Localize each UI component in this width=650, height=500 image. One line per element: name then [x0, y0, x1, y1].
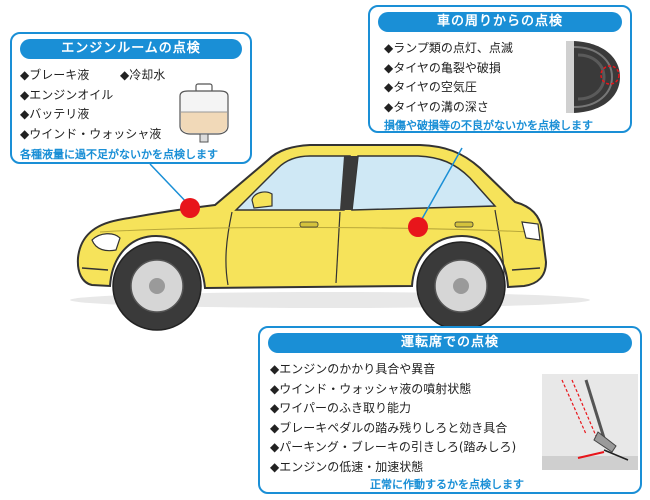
- around-car-item: ◆タイヤの溝の深さ: [384, 99, 489, 114]
- driver-seat-item: ◆ワイパーのふき取り能力: [270, 401, 411, 415]
- around-car-note: 損傷や破損等の不良がないかを点検します: [384, 119, 593, 132]
- driver-seat-item: ◆ブレーキペダルの踏み残りしろと効き具合: [270, 420, 508, 435]
- body-marker: [408, 217, 428, 237]
- brake-pedal-icon: [542, 374, 638, 470]
- driver-seat-item: ◆パーキング・ブレーキの引きしろ(踏みしろ): [270, 440, 517, 454]
- driver-seat-panel: 運転席での点検 ◆エンジンのかかり具合や異音 ◆ウインド・ウォッシャ液の噴射状態…: [258, 326, 642, 494]
- around-car-item: ◆タイヤの空気圧: [384, 80, 477, 94]
- engine-room-item: ◆ブレーキ液: [20, 68, 90, 82]
- engine-room-item: ◆冷却水: [120, 68, 166, 82]
- tire-icon: [566, 41, 620, 113]
- around-car-title: 車の周りからの点検: [378, 12, 622, 32]
- engine-room-item: ◆ウインド・ウォッシャ液: [20, 126, 162, 141]
- engine-room-item: ◆バッテリ液: [20, 107, 90, 121]
- reservoir-tank-icon: [179, 83, 229, 143]
- driver-seat-item: ◆ウインド・ウォッシャ液の噴射状態: [270, 381, 472, 396]
- around-car-item: ◆ランプ類の点灯、点滅: [384, 41, 513, 55]
- engine-room-item: ◆エンジンオイル: [20, 87, 114, 102]
- engine-room-marker: [180, 198, 200, 218]
- engine-room-panel: エンジンルームの点検 ◆ブレーキ液 ◆エンジンオイル ◆バッテリ液 ◆ウインド・…: [10, 32, 252, 164]
- driver-seat-title: 運転席での点検: [268, 333, 632, 353]
- driver-seat-item: ◆エンジンのかかり具合や異音: [270, 362, 436, 376]
- engine-room-note: 各種液量に過不足がないかを点検します: [20, 148, 218, 161]
- around-car-item: ◆タイヤの亀裂や破損: [384, 60, 501, 75]
- driver-seat-item: ◆エンジンの低速・加速状態: [270, 459, 424, 474]
- driver-seat-note: 正常に作動するかを点検します: [370, 478, 524, 491]
- around-car-panel: 車の周りからの点検 ◆ランプ類の点灯、点滅 ◆タイヤの亀裂や破損 ◆タイヤの空気…: [368, 5, 632, 133]
- engine-room-title: エンジンルームの点検: [20, 39, 242, 59]
